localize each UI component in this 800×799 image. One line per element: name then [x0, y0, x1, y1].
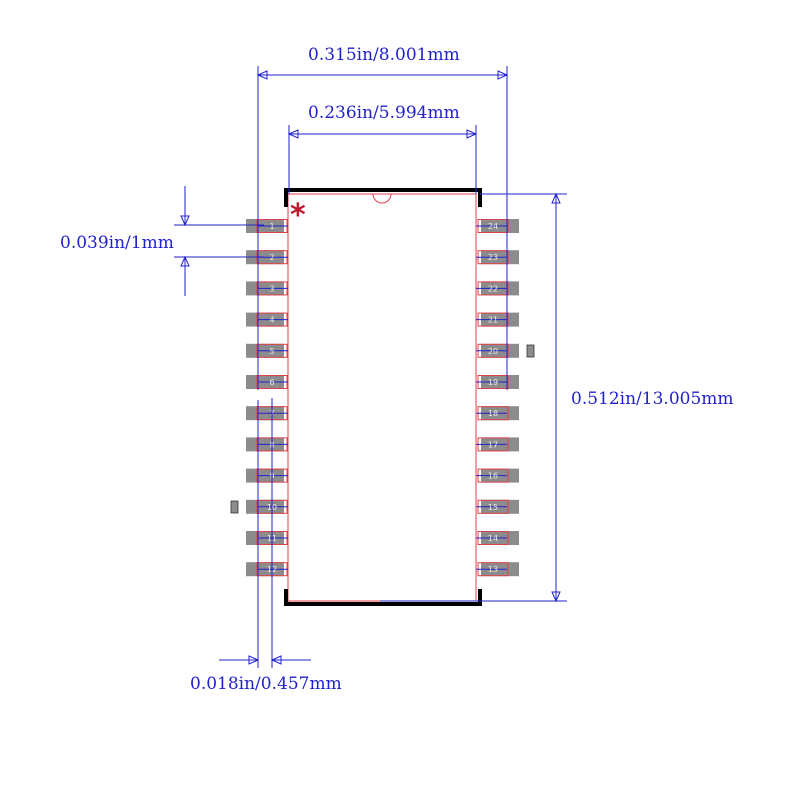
pins-right: 24 23 22 21 20 19 18 17 16 15 14 13: [476, 219, 519, 577]
pin-number: 19: [488, 378, 498, 387]
pin-number: 14: [488, 534, 498, 543]
pin-number: 21: [488, 316, 498, 325]
pin-number: 20: [488, 347, 498, 356]
pin-number: 3: [269, 284, 274, 293]
pin-number: 17: [488, 440, 498, 449]
pin-number: 4: [269, 316, 274, 325]
pin-pad: 1: [246, 219, 288, 233]
length-label: 0.512in/13.005mm: [571, 389, 734, 409]
pin-number: 6: [269, 378, 274, 387]
pin-number: 2: [269, 253, 274, 262]
pin-pad: 14: [476, 531, 519, 545]
body-width-label: 0.236in/5.994mm: [308, 103, 460, 123]
pin-pad: 9: [246, 468, 288, 483]
pin-pad: 3: [246, 281, 288, 296]
pin-number: 24: [488, 222, 498, 231]
pin-pad: 4: [246, 312, 288, 327]
pin-pad: 20: [476, 343, 519, 358]
dimension-lines: [174, 66, 567, 668]
pin1-notch: [372, 193, 392, 204]
pin-number: 15: [488, 503, 498, 512]
pin-pad: 19: [476, 375, 519, 389]
pin-number: 22: [488, 284, 498, 293]
left-fiducial: [230, 500, 239, 514]
pin-pad: 5: [246, 343, 288, 358]
pin-number: 5: [269, 347, 274, 356]
pin-pad: 8: [246, 437, 288, 452]
pad-width-label: 0.018in/0.457mm: [190, 674, 342, 694]
pin-pad: 18: [476, 406, 519, 421]
right-fiducial: [526, 344, 535, 358]
pin-number: 18: [488, 409, 498, 418]
pin-pad: 10: [246, 499, 288, 514]
pin-pad: 21: [476, 312, 519, 327]
pin-pad: 15: [476, 499, 519, 514]
pin-number: 23: [488, 253, 498, 262]
pin-pad: 16: [476, 468, 519, 483]
pin-pad: 6: [246, 375, 288, 389]
silkscreen-outline: [284, 188, 482, 606]
pin-pad: 23: [476, 250, 519, 265]
pin-pad: 17: [476, 437, 519, 452]
pin-pad: 11: [246, 531, 288, 545]
pin-pad: 24: [476, 219, 519, 233]
pin-number: 16: [488, 472, 498, 481]
pitch-label: 0.039in/1mm: [60, 233, 174, 253]
package-body-outline: [287, 193, 477, 602]
pin-pad: 13: [476, 562, 519, 577]
overall-width-label: 0.315in/8.001mm: [308, 45, 460, 65]
pin1-marker: *: [290, 198, 306, 233]
pin-pad: 22: [476, 281, 519, 296]
pin-number: 1: [269, 222, 274, 231]
pin-number: 13: [488, 565, 498, 574]
pin-pad: 7: [246, 406, 288, 421]
pin-pad: 12: [246, 562, 288, 577]
